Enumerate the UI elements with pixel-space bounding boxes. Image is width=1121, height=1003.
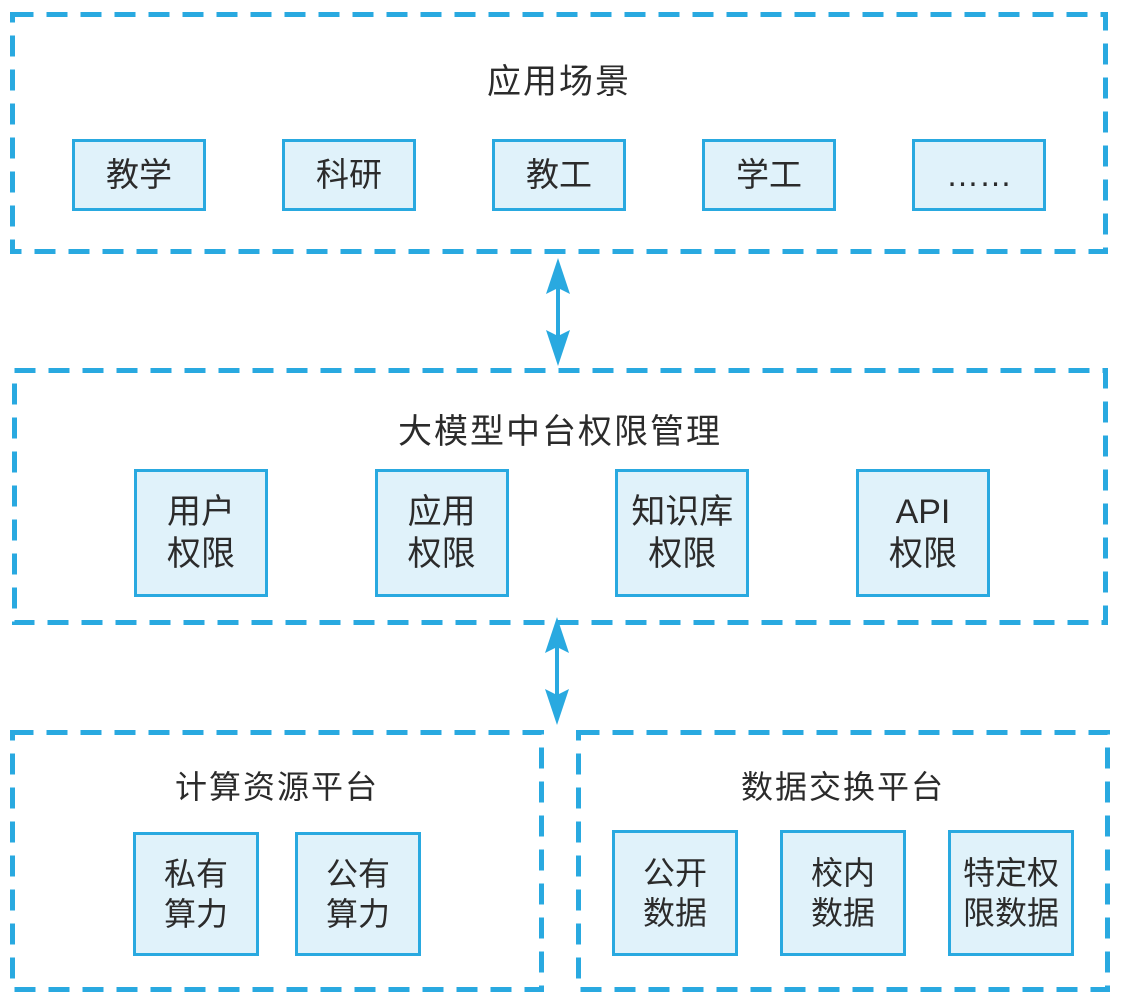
scenario-box-teaching: 教学: [72, 139, 206, 211]
data-box-public: 公开 数据: [612, 830, 738, 956]
computing-platform-panel: 计算资源平台 私有 算力 公有 算力: [10, 730, 544, 992]
data-exchange-row: 公开 数据 校内 数据 特定权 限数据: [576, 830, 1110, 956]
permission-box-api: API 权限: [855, 469, 990, 597]
permission-center-row: 用户 权限 应用 权限 知识库 权限 API 权限: [12, 469, 1108, 597]
compute-box-private: 私有 算力: [133, 832, 259, 956]
dashed-border: [10, 12, 1108, 254]
double-arrow-icon: [545, 617, 569, 725]
compute-box-public: 公有 算力: [295, 832, 421, 956]
data-box-restricted: 特定权 限数据: [948, 830, 1074, 956]
app-scenarios-row: 教学 科研 教工 学工 ……: [10, 139, 1108, 211]
scenario-box-research: 科研: [282, 139, 416, 211]
scenario-box-student-affairs: 学工: [702, 139, 836, 211]
computing-platform-row: 私有 算力 公有 算力: [10, 832, 544, 956]
permission-center-panel: 大模型中台权限管理 用户 权限 应用 权限 知识库 权限 API 权限: [12, 368, 1108, 625]
double-arrow-icon: [546, 258, 570, 366]
data-box-campus: 校内 数据: [780, 830, 906, 956]
data-exchange-title: 数据交换平台: [740, 769, 945, 805]
scenario-box-ellipsis: ……: [912, 139, 1046, 211]
scenario-box-faculty: 教工: [492, 139, 626, 211]
app-scenarios-panel: 应用场景 教学 科研 教工 学工 ……: [10, 12, 1108, 254]
data-exchange-panel: 数据交换平台 公开 数据 校内 数据 特定权 限数据: [576, 730, 1110, 992]
permission-box-app: 应用 权限: [374, 469, 509, 597]
permission-box-user: 用户 权限: [134, 469, 268, 597]
computing-platform-title: 计算资源平台: [174, 769, 379, 805]
app-scenarios-title: 应用场景: [487, 63, 631, 101]
permission-center-title: 大模型中台权限管理: [398, 413, 722, 451]
permission-box-knowledge-base: 知识库 权限: [615, 469, 750, 597]
